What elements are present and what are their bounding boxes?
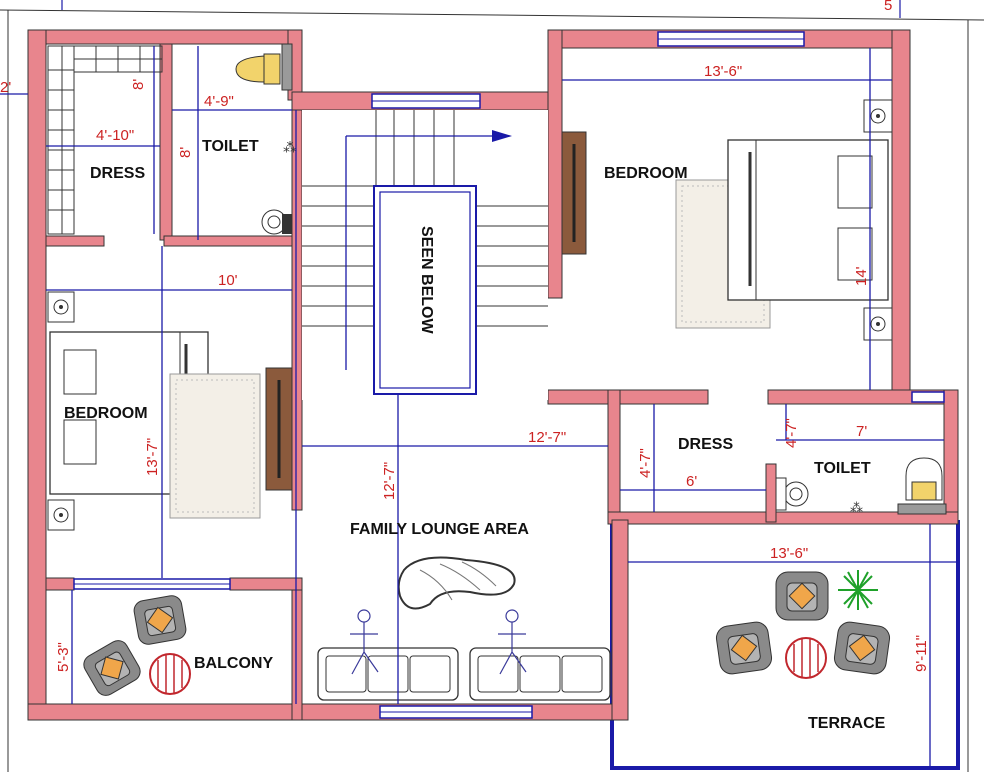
- dim-bedroom2-width: 13'-6": [704, 63, 742, 80]
- balcony-furniture: [83, 595, 191, 696]
- dress-shelving: [47, 45, 163, 235]
- room-label-balcony: BALCONY: [194, 655, 273, 672]
- windows: [73, 31, 945, 719]
- room-label-toilet-right: TOILET: [814, 460, 871, 477]
- dim-toilet1-height: 8': [177, 147, 194, 158]
- dim-lounge-width: 12'-7": [528, 429, 566, 446]
- bedroom-1-furniture: [47, 291, 261, 531]
- dim-bedroom1-height: 13'-7": [144, 438, 161, 476]
- toilet-2-fixtures: ⁂: [775, 457, 947, 515]
- room-label-bedroom-left: BEDROOM: [64, 405, 148, 422]
- dim-bedroom1-width: 10': [218, 272, 238, 289]
- dim-dress-width: 4'-10": [96, 127, 134, 144]
- dim-toilet2-width: 7': [856, 423, 867, 440]
- dim-dress2-height: 4'-7": [637, 448, 654, 478]
- dim-terrace-height: 9'-11": [913, 635, 930, 672]
- bedroom-2-furniture: [675, 99, 893, 341]
- dim-dress-height: 8': [130, 79, 147, 90]
- dim-edge-top: 5: [884, 0, 892, 14]
- room-label-toilet: TOILET: [202, 138, 259, 155]
- dim-bedroom2-height: 14': [853, 266, 870, 286]
- room-label-terrace: TERRACE: [808, 715, 886, 732]
- plant-icon: [838, 570, 878, 610]
- dim-terrace-width: 13'-6": [770, 545, 808, 562]
- person-icon: [498, 609, 527, 675]
- dim-dress2-width: 6': [686, 473, 697, 490]
- svg-text:⁂: ⁂: [283, 139, 297, 155]
- terrace-furniture: [715, 570, 891, 679]
- person-icon: [350, 609, 379, 675]
- lounge-furniture: [317, 556, 611, 701]
- room-label-bedroom-right: BEDROOM: [604, 165, 688, 182]
- room-label-dress-right: DRESS: [678, 436, 733, 453]
- room-label-seen-below: SEEN BELOW: [418, 226, 435, 334]
- staircase: [302, 110, 548, 400]
- wardrobe-units: [265, 131, 587, 491]
- svg-text:⁂: ⁂: [850, 500, 863, 515]
- dim-lounge-height: 12'-7": [381, 462, 398, 500]
- room-label-dress: DRESS: [90, 165, 145, 182]
- dimension-lines: [0, 46, 958, 768]
- toilet-1-fixtures: ⁂: [235, 43, 297, 235]
- dim-balcony-height: 5'-3": [55, 642, 72, 672]
- room-label-family-lounge: FAMILY LOUNGE AREA: [350, 521, 529, 538]
- dim-toilet1-width: 4'-9": [204, 93, 234, 110]
- terrace-area: [610, 520, 960, 770]
- dim-edge-left: 2': [0, 79, 11, 96]
- dim-toilet2-height: 4'-7": [783, 418, 800, 448]
